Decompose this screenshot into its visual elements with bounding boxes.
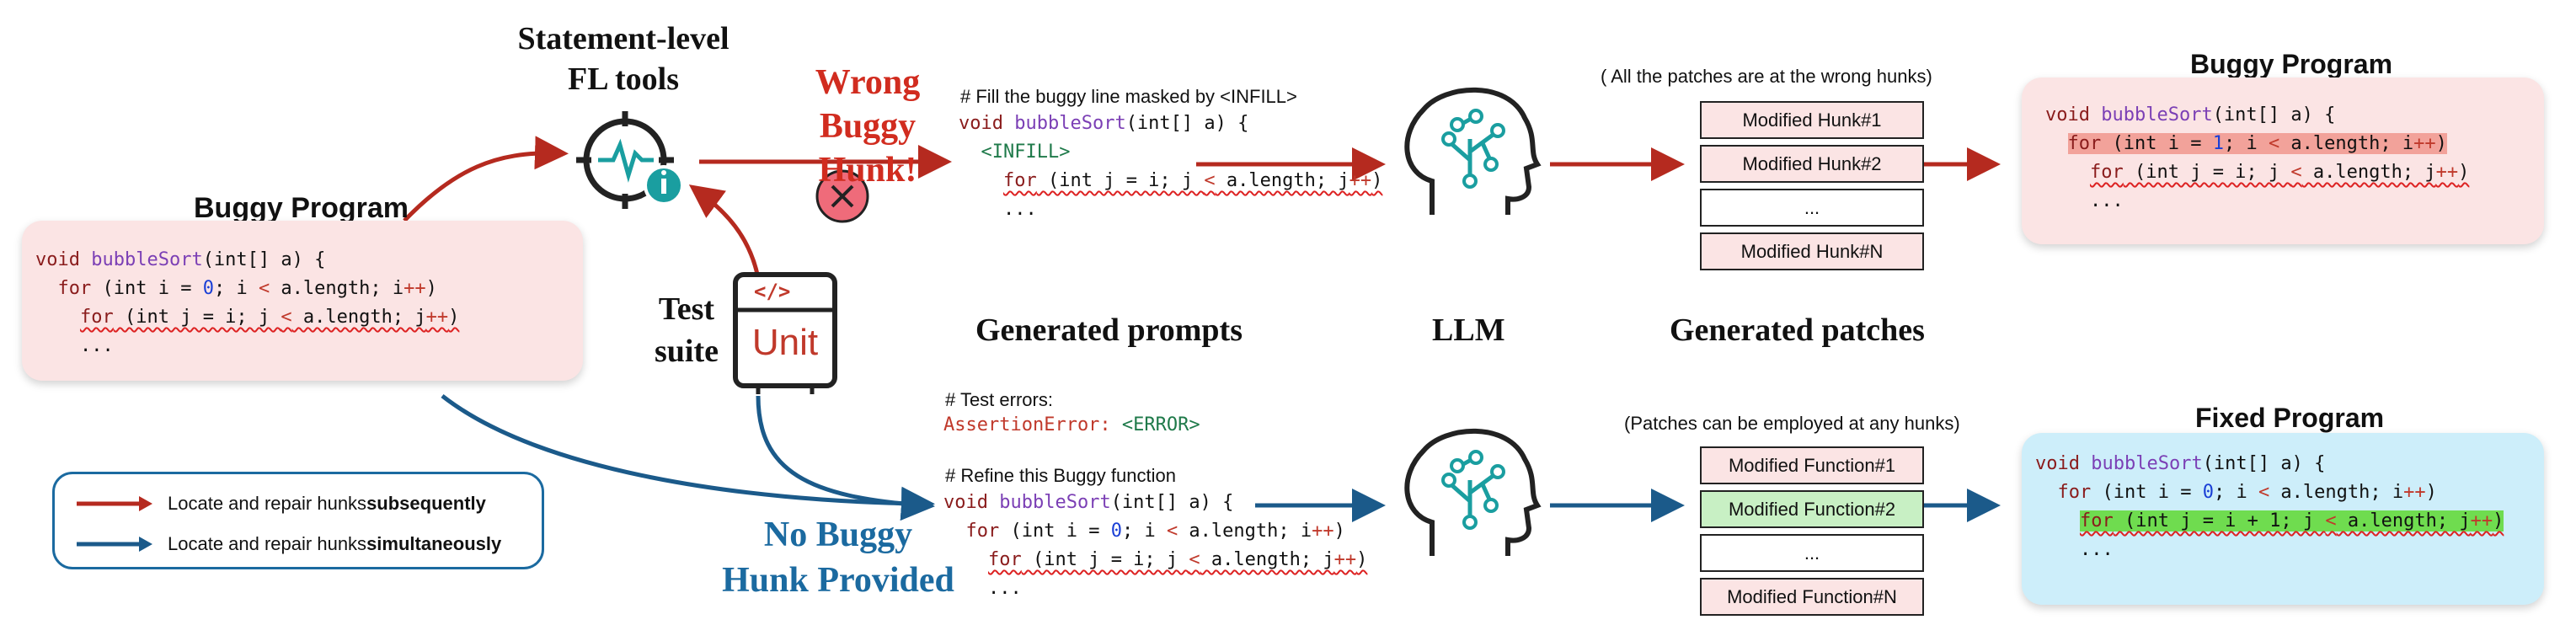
top-prompt-code: void bubbleSort(int[] a) { <INFILL> for … <box>959 113 1383 220</box>
patch-hunk-1: Modified Hunk#1 <box>1700 101 1924 139</box>
llm-head-icon-top <box>1404 87 1542 215</box>
wrong-hunk-label: Wrong Buggy Hunk! <box>815 63 921 190</box>
unit-code-glyph: </> <box>754 280 791 303</box>
bottom-prompt-comment1: # Test errors: <box>945 389 1053 410</box>
legend-item-simultaneous: Locate and repair hunks simultaneously <box>77 533 501 555</box>
right-fixed-code: void bubbleSort(int[] a) { for (int i = … <box>2035 453 2504 560</box>
wrong-icon <box>815 169 869 223</box>
no-hunk-label: No Buggy Hunk Provided <box>722 515 954 600</box>
label-llm: LLM <box>1432 312 1505 348</box>
label-generated-prompts: Generated prompts <box>975 312 1243 348</box>
right-fixed-box: void bubbleSort(int[] a) { for (int i = … <box>2022 433 2544 605</box>
test-suite-label: Test suite <box>655 291 719 369</box>
legend: Locate and repair hunks subsequently Loc… <box>52 472 544 569</box>
unit-test-icon <box>733 272 837 394</box>
patch-hunk-ellipsis: ... <box>1700 189 1924 227</box>
patch-function-1: Modified Function#1 <box>1700 446 1924 484</box>
arrow-program-to-fl <box>403 136 569 222</box>
bottom-prompt-code: void bubbleSort(int[] a) { for (int i = … <box>943 492 1368 599</box>
legend-item-subsequent: Locate and repair hunks subsequently <box>77 493 486 515</box>
arrow-test-to-prompt <box>756 395 935 521</box>
left-program-box: void bubbleSort(int[] a) { for (int i = … <box>22 221 583 381</box>
bottom-patches-note: (Patches can be employed at any hunks) <box>1624 413 1960 434</box>
right-buggy-box: void bubbleSort(int[] a) { for (int i = … <box>2022 77 2544 244</box>
arrow-test-to-fl <box>688 184 761 279</box>
right-buggy-title: Buggy Program <box>2190 49 2393 79</box>
left-code: void bubbleSort(int[] a) { for (int i = … <box>35 249 460 356</box>
unit-badge: Unit <box>751 322 819 363</box>
arrow-program-to-prompt <box>441 394 935 521</box>
legend-text-2: Locate and repair hunks <box>168 533 367 554</box>
label-generated-patches: Generated patches <box>1670 312 1925 348</box>
legend-text-1: Locate and repair hunks <box>168 493 367 514</box>
patch-hunk-n: Modified Hunk#N <box>1700 232 1924 270</box>
left-program-title: Buggy Program <box>194 192 409 224</box>
top-patches-note: ( All the patches are at the wrong hunks… <box>1601 66 1932 87</box>
patch-function-n: Modified Function#N <box>1700 578 1924 616</box>
llm-head-icon-bottom <box>1404 428 1542 556</box>
right-buggy-code: void bubbleSort(int[] a) { for (int i = … <box>2045 104 2470 211</box>
fl-tools-label: Statement-level FL tools <box>517 21 730 97</box>
patch-hunk-2: Modified Hunk#2 <box>1700 145 1924 183</box>
patch-function-ellipsis: ... <box>1700 534 1924 572</box>
patch-function-2: Modified Function#2 <box>1700 490 1924 528</box>
right-fixed-title: Fixed Program <box>2195 403 2385 433</box>
bottom-prompt-error: AssertionError: <ERROR> <box>943 414 1200 435</box>
legend-bold-2: simultaneously <box>366 533 502 554</box>
legend-bold-1: subsequently <box>366 493 486 514</box>
bottom-prompt-comment2: # Refine this Buggy function <box>945 465 1176 486</box>
fl-tool-icon <box>576 111 684 209</box>
top-prompt-comment: # Fill the buggy line masked by <INFILL> <box>960 86 1297 107</box>
